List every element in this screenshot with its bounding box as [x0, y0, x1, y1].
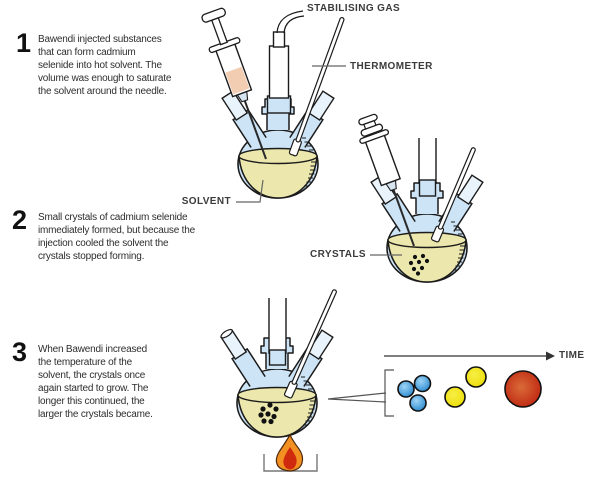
thermometer-icon: [288, 17, 345, 157]
gas-inlet-tube: [266, 10, 305, 114]
crystals-label: CRYSTALS: [310, 249, 366, 260]
solvent-label: SOLVENT: [181, 196, 231, 207]
callout-spike: [327, 392, 387, 403]
step-2-text: Small crystals of cadmium selenide immed…: [38, 212, 195, 262]
open-tube: [268, 298, 287, 366]
flask-2-illustration: [358, 113, 486, 283]
syringe-empty-icon: [358, 113, 415, 247]
flame-icon: [275, 433, 304, 472]
gas-hoses: [276, 10, 305, 34]
crystal-blue-circle: [397, 380, 415, 398]
thermometer-icon: [430, 147, 476, 243]
step-3-text: When Bawendi increased the temperature o…: [38, 344, 153, 420]
flask-3-illustration: [218, 289, 337, 472]
open-joint: [220, 328, 233, 339]
time-label: TIME: [559, 350, 585, 361]
step-1-text: Bawendi injected substances that can for…: [38, 34, 172, 97]
crystal-yellow-circle: [444, 386, 466, 408]
crystal-red-circle: [504, 370, 542, 408]
step-2-number: 2: [12, 205, 27, 235]
open-tube: [418, 138, 437, 197]
thermometer-label: THERMOMETER: [350, 61, 433, 72]
crystal-blue-circle: [409, 394, 427, 412]
solvent-leader-line: [236, 179, 264, 203]
step-3-number: 3: [12, 337, 27, 367]
crystal-blue-circle: [413, 374, 432, 393]
size-bracket: [384, 369, 394, 417]
flask-1-illustration: [201, 7, 345, 199]
syringe-full-icon: [201, 7, 267, 160]
step-1-number: 1: [16, 28, 31, 58]
time-arrow: [384, 351, 555, 361]
crystal-yellow-circle: [465, 366, 487, 388]
crystals-dots: [408, 253, 430, 276]
syringe-liquid: [225, 66, 250, 95]
stabilising-gas-label: STABILISING GAS: [307, 3, 401, 14]
crystals-dots: [258, 402, 279, 425]
growth-sequence: [327, 351, 555, 417]
thermometer-icon: [283, 289, 337, 399]
